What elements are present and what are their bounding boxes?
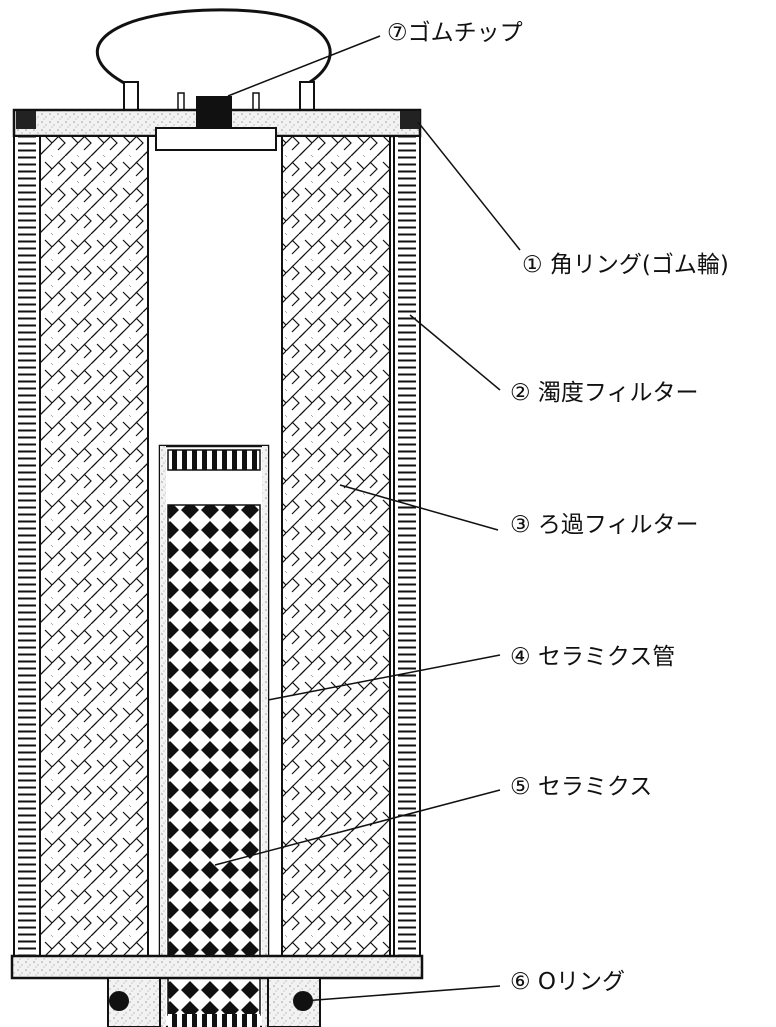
- label-ceramics: ⑤ セラミクス: [510, 774, 653, 800]
- handle-loop: [95, 8, 332, 87]
- label-filtration-filter: ③ ろ過フィルター: [510, 512, 699, 538]
- ceramic-tube-wall-left: [160, 446, 166, 1027]
- leader-square-ring: [417, 121, 521, 251]
- vent-pin-left: [177, 92, 185, 111]
- handle-post-right: [299, 81, 315, 111]
- leader-o-ring: [302, 985, 501, 1002]
- square-ring-left: [16, 111, 36, 129]
- tube-bottom-grid: [168, 1014, 260, 1027]
- leader-ceramics: [214, 789, 501, 866]
- ceramic-tube-wall-right: [262, 446, 268, 1027]
- leader-ceramic-tube: [267, 654, 501, 701]
- leader-rubber-tip: [227, 35, 381, 97]
- bottom-base: [10, 954, 424, 980]
- inner-cap: [155, 127, 277, 151]
- vent-pin-right: [252, 92, 260, 111]
- leader-turbidity-filter: [409, 314, 501, 391]
- handle-post-left: [123, 81, 139, 111]
- label-ceramic-tube: ④ セラミクス管: [510, 644, 676, 670]
- label-o-ring: ⑥ Oリング: [510, 969, 626, 995]
- label-rubber-tip: ⑦ゴムチップ: [387, 20, 523, 46]
- filtration-filter-left: [39, 135, 149, 957]
- tube-top-grid: [167, 449, 261, 471]
- square-ring-right: [400, 111, 420, 129]
- leader-filtration-filter: [339, 484, 499, 531]
- ceramics-fill: [167, 504, 261, 1016]
- label-square-ring: ① 角リング(ゴム輪): [522, 252, 729, 278]
- filtration-filter-right: [281, 135, 391, 957]
- turbidity-filter-left: [18, 136, 36, 956]
- o-ring-left: [109, 991, 129, 1011]
- turbidity-filter-right: [398, 136, 416, 956]
- label-turbidity-filter: ② 濁度フィルター: [510, 380, 699, 406]
